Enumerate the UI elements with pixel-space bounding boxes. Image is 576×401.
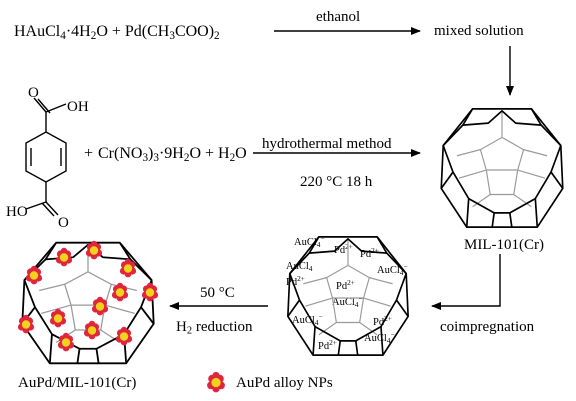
ion-label: Pd2+ <box>334 241 353 256</box>
ion-label: AuCl4− <box>292 311 323 327</box>
nanoparticle-icon <box>115 326 133 346</box>
nanoparticle-icon <box>141 282 159 302</box>
nanoparticle-icon <box>17 314 35 334</box>
ion-label: AuCl4 <box>286 261 313 273</box>
acid-oh-top: OH <box>67 99 89 115</box>
ion-label: AuCl4− <box>364 329 395 345</box>
condition-h2-reduction: H2 reduction <box>176 319 253 337</box>
nanoparticle-icon <box>91 296 109 316</box>
ion-label: Pd2+ <box>318 337 337 352</box>
condition-hydrothermal: hydrothermal method <box>262 136 392 152</box>
chromium-nitrate-water: Cr(NO3)3·9H2O + H2O <box>98 145 247 164</box>
ion-label: Pd2+ <box>286 273 305 288</box>
condition-temperature-time: 220 °C 18 h <box>300 174 373 190</box>
nanoparticle-icon <box>85 240 103 260</box>
condition-ethanol: ethanol <box>316 9 361 25</box>
nanoparticle-icon <box>49 308 67 328</box>
acid-ho-bottom: HO <box>6 204 28 220</box>
terephthalic-acid-structure <box>25 97 67 217</box>
product-label: AuPd/MIL-101(Cr) <box>18 375 137 391</box>
nanoparticles <box>17 240 159 352</box>
ion-label: Pd2+ <box>336 277 355 292</box>
framework-label: MIL-101(Cr) <box>464 237 544 253</box>
arrow-coimpregnation <box>431 254 501 310</box>
mixed-solution-label: mixed solution <box>434 23 524 39</box>
plus-sign: + <box>84 145 94 162</box>
ion-label: AuCl4− <box>294 233 325 249</box>
nanoparticle-icon <box>25 265 43 285</box>
ion-label: AuCl4− <box>377 261 408 277</box>
condition-50C: 50 °C <box>200 285 235 301</box>
nanoparticle-icon <box>83 320 101 340</box>
reactants-gold-palladium: HAuCl4·4H2O + Pd(CH3COO)2 <box>14 23 220 42</box>
legend-label: AuPd alloy NPs <box>236 375 333 391</box>
nanoparticle-icon <box>111 282 129 302</box>
legend-nanoparticle-icon <box>207 371 225 393</box>
ion-label: Pd2+ <box>373 313 392 328</box>
mil101-cage <box>440 107 564 229</box>
ion-label: Pd2+ <box>360 245 379 260</box>
condition-coimpregnation: coimpregnation <box>440 319 535 335</box>
acid-o-bottom: O <box>58 215 69 231</box>
acid-o-top: O <box>28 85 39 101</box>
nanoparticle-icon <box>119 258 137 278</box>
ion-label: AuCl4− <box>332 293 363 309</box>
product-cage <box>21 241 155 365</box>
nanoparticle-icon <box>57 332 75 352</box>
nanoparticle-icon <box>55 247 73 267</box>
